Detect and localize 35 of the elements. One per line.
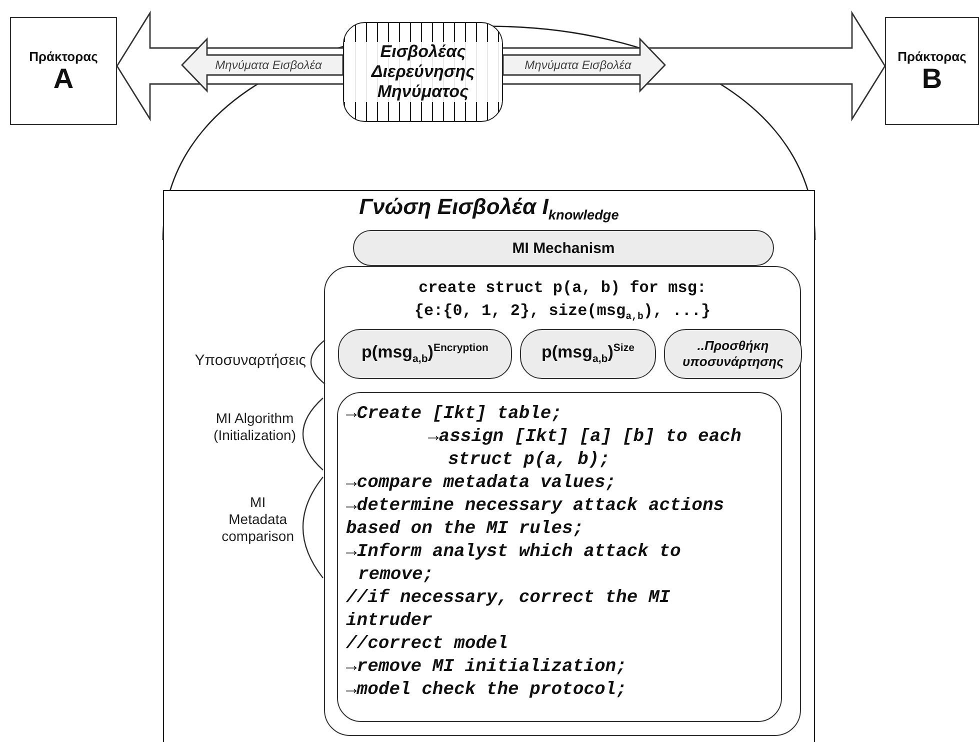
subfunction-label: ..Προσθήκη υποσυνάρτησης — [681, 338, 785, 370]
mechanism-container — [324, 266, 801, 736]
bracket-label: MI Metadata comparison — [222, 494, 294, 545]
agent-label: Πράκτορας — [898, 48, 966, 64]
agent-box — [885, 17, 979, 125]
intruder-title: Εισβολέας Διερεύνησης Μηνύματος — [344, 42, 502, 102]
panel-heading: Γνώση Εισβολέα I$_{knowledge}$ — [359, 194, 619, 222]
subfunction-pill — [520, 329, 656, 379]
code-line: →Inform analyst which attack to remove; — [346, 541, 682, 587]
subfunction-label: p(msg$_{a,b}$)$^{Encryption}$ — [362, 342, 488, 366]
code-line: //correct model — [346, 633, 508, 656]
subfunction-label: p(msg$_{a,b}$)$^{Size}$ — [542, 342, 634, 366]
agent-box — [10, 17, 117, 125]
bracket-label: MI Algorithm (Initialization) — [214, 410, 296, 444]
intruder-box — [343, 22, 503, 122]
algorithm-box — [337, 392, 782, 722]
code-line: →remove MI initialization; — [346, 656, 627, 679]
agent-letter: A — [53, 64, 74, 94]
bracket-label: Υποσυναρτήσεις — [194, 352, 306, 369]
code-line: →compare metadata values; — [346, 472, 616, 495]
knowledge-panel — [163, 190, 815, 742]
edge-label: Μηνύματα Εισβολέα — [215, 58, 322, 72]
code-line: //if necessary, correct the MI intruder — [346, 587, 672, 633]
edge-label: Μηνύματα Εισβολέα — [524, 58, 632, 72]
mechanism-title: MI Mechanism — [512, 240, 615, 256]
code-line: →assign [Ikt] [a] [b] to each struct p(a, b); — [428, 426, 742, 472]
subfunction-pill — [338, 329, 512, 379]
code-line: →model check the protocol; — [346, 679, 627, 702]
code-line: →determine necessary attack actions based on the MI rules; — [346, 495, 726, 541]
agent-letter: B — [922, 64, 942, 94]
struct-definition: create struct p(a, b) for msg: {e:{0, 1, 2}, size(msg$_{a,b}$), ...} — [414, 278, 712, 324]
agent-label: Πράκτορας — [29, 48, 98, 64]
mechanism-pill — [353, 230, 774, 266]
subfunction-pill — [664, 329, 802, 379]
code-line: →Create [Ikt] table; — [346, 403, 562, 426]
